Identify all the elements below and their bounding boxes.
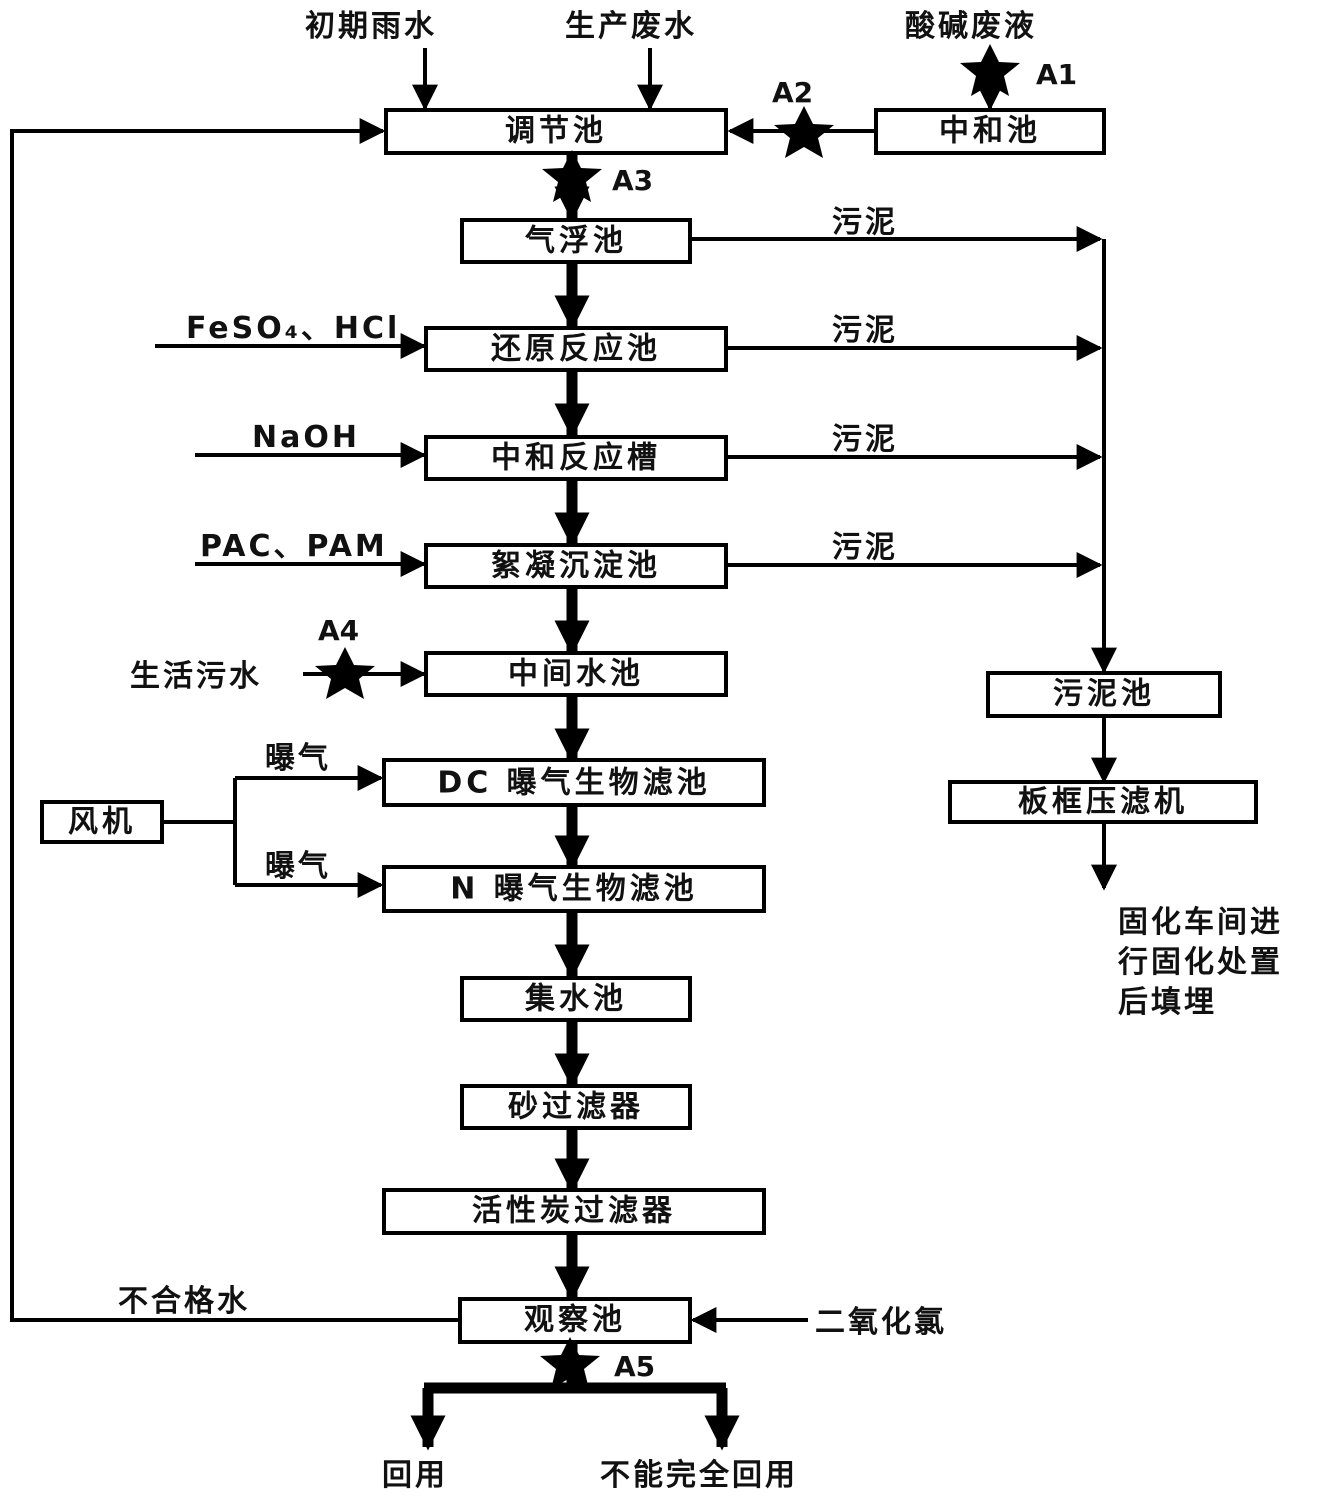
svg-text:观察池: 观察池: [524, 1303, 626, 1338]
input-initial-rain: 初期雨水: [305, 9, 437, 44]
label-chlorine-dioxide: 二氧化氯: [815, 1305, 947, 1340]
label-a2: A2: [772, 76, 813, 109]
activated-carbon-filter: 活性炭过滤器: [382, 1188, 766, 1235]
input-production-water: 生产废水: [565, 9, 697, 44]
label-aeration-dc: 曝气: [265, 741, 331, 776]
monitor-star-a2: [774, 106, 834, 158]
label-solidification-line2: 行固化处置: [1117, 945, 1283, 980]
label-unqualified-water: 不合格水: [118, 1284, 250, 1319]
label-sludge-4: 污泥: [832, 530, 898, 565]
svg-text:调节池: 调节池: [505, 114, 607, 149]
label-sludge-3: 污泥: [832, 422, 898, 457]
sludge-tank: 污泥池: [986, 671, 1222, 718]
blower: 风机: [40, 800, 164, 844]
svg-text:气浮池: 气浮池: [525, 224, 627, 259]
coagulation-sedimentation-tank: 絮凝沉淀池: [424, 543, 728, 589]
monitor-star-a3: [542, 150, 602, 202]
svg-text:中和池: 中和池: [939, 114, 1041, 149]
monitor-star-a1: [960, 44, 1020, 96]
label-solidification-line1: 固化车间进: [1118, 905, 1283, 940]
neutralization-reaction-tank: 中和反应槽: [424, 435, 728, 481]
label-a3: A3: [612, 164, 653, 197]
neutralization-tank: 中和池: [874, 108, 1106, 155]
svg-text:中和反应槽: 中和反应槽: [491, 441, 661, 476]
svg-text:N 曝气生物滤池: N 曝气生物滤池: [450, 872, 698, 907]
label-feso4-hcl: FeSO₄、HCl: [186, 311, 400, 346]
svg-text:砂过滤器: 砂过滤器: [508, 1090, 644, 1125]
collection-tank: 集水池: [460, 976, 692, 1022]
label-a4: A4: [318, 614, 359, 647]
svg-text:板框压滤机: 板框压滤机: [1018, 785, 1188, 820]
svg-text:污泥池: 污泥池: [1053, 677, 1155, 712]
label-naoh: NaOH: [252, 420, 360, 455]
svg-text:还原反应池: 还原反应池: [491, 332, 661, 367]
intermediate-tank: 中间水池: [424, 651, 728, 697]
reduction-reaction-tank: 还原反应池: [424, 326, 728, 372]
label-a1: A1: [1036, 58, 1077, 91]
label-not-fully-reused: 不能完全回用: [600, 1458, 798, 1493]
sand-filter: 砂过滤器: [460, 1084, 692, 1130]
label-reuse: 回用: [382, 1458, 448, 1493]
svg-text:风机: 风机: [68, 805, 136, 840]
n-aerated-biofilter: N 曝气生物滤池: [382, 865, 766, 913]
label-domestic-sewage: 生活污水: [130, 659, 262, 694]
label-pac-pam: PAC、PAM: [200, 529, 388, 564]
filter-press: 板框压滤机: [948, 780, 1258, 824]
recycle-unqualified-water-line: [10, 118, 460, 1322]
label-aeration-n: 曝气: [265, 849, 331, 884]
monitor-star-a4: [315, 647, 375, 699]
label-solidification-line3: 后填埋: [1118, 985, 1217, 1020]
svg-text:絮凝沉淀池: 絮凝沉淀池: [491, 549, 661, 584]
svg-text:中间水池: 中间水池: [508, 657, 644, 692]
label-sludge-2: 污泥: [832, 313, 898, 348]
observation-tank: 观察池: [458, 1297, 692, 1344]
regulating-tank: 调节池: [384, 108, 728, 155]
svg-text:集水池: 集水池: [524, 982, 627, 1017]
svg-text:活性炭过滤器: 活性炭过滤器: [472, 1194, 676, 1229]
input-acid-alkali: 酸碱废液: [905, 9, 1037, 44]
dc-aerated-biofilter: DC 曝气生物滤池: [382, 758, 766, 807]
flotation-tank: 气浮池: [460, 218, 692, 264]
monitor-star-a5: [540, 1337, 600, 1389]
label-sludge-1: 污泥: [832, 205, 898, 240]
svg-text:DC 曝气生物滤池: DC 曝气生物滤池: [437, 766, 710, 801]
label-a5: A5: [614, 1350, 655, 1383]
